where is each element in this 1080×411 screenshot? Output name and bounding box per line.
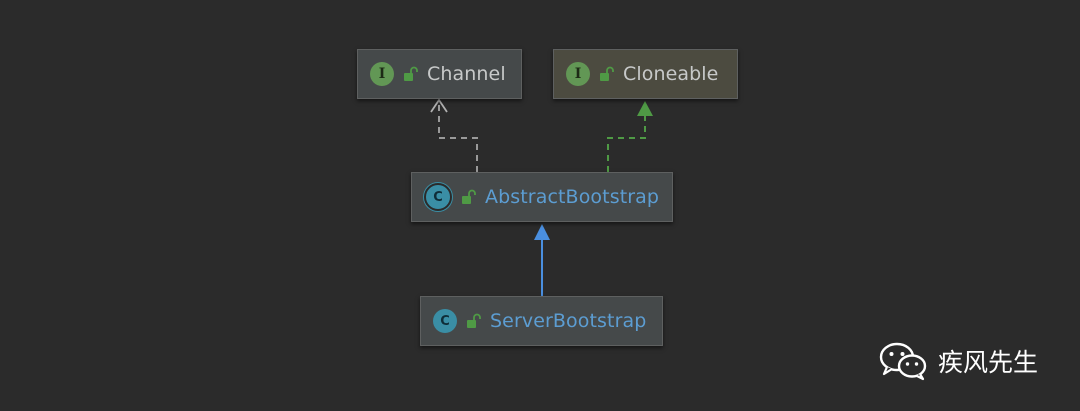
filled-arrowhead-icon bbox=[637, 101, 653, 116]
watermark-text: 疾风先生 bbox=[938, 348, 1039, 377]
interface-icon: I bbox=[566, 62, 590, 86]
node-label: Channel bbox=[427, 63, 506, 85]
interface-icon: I bbox=[370, 62, 394, 86]
node-abstract-bootstrap[interactable]: C AbstractBootstrap bbox=[411, 172, 673, 222]
watermark: 疾风先生 bbox=[878, 340, 1038, 382]
unlocked-padlock-icon bbox=[404, 66, 418, 81]
open-arrowhead-icon bbox=[430, 98, 448, 113]
class-icon: C bbox=[433, 309, 457, 333]
wechat-icon bbox=[879, 342, 927, 381]
node-server-bootstrap[interactable]: C ServerBootstrap bbox=[420, 296, 663, 346]
unlocked-padlock-icon bbox=[467, 313, 481, 328]
unlocked-padlock-icon bbox=[462, 189, 476, 204]
edge-server-to-abstract bbox=[534, 224, 550, 296]
node-cloneable[interactable]: I Cloneable bbox=[553, 49, 738, 99]
edge-abstract-to-cloneable bbox=[607, 101, 653, 172]
edge-abstract-to-channel bbox=[430, 98, 478, 172]
node-label: Cloneable bbox=[623, 63, 719, 85]
node-label: ServerBootstrap bbox=[490, 310, 647, 332]
filled-arrowhead-icon bbox=[534, 224, 550, 240]
node-label: AbstractBootstrap bbox=[485, 186, 660, 208]
abstract-class-icon: C bbox=[424, 183, 452, 211]
node-channel[interactable]: I Channel bbox=[357, 49, 522, 99]
unlocked-padlock-icon bbox=[600, 66, 614, 81]
